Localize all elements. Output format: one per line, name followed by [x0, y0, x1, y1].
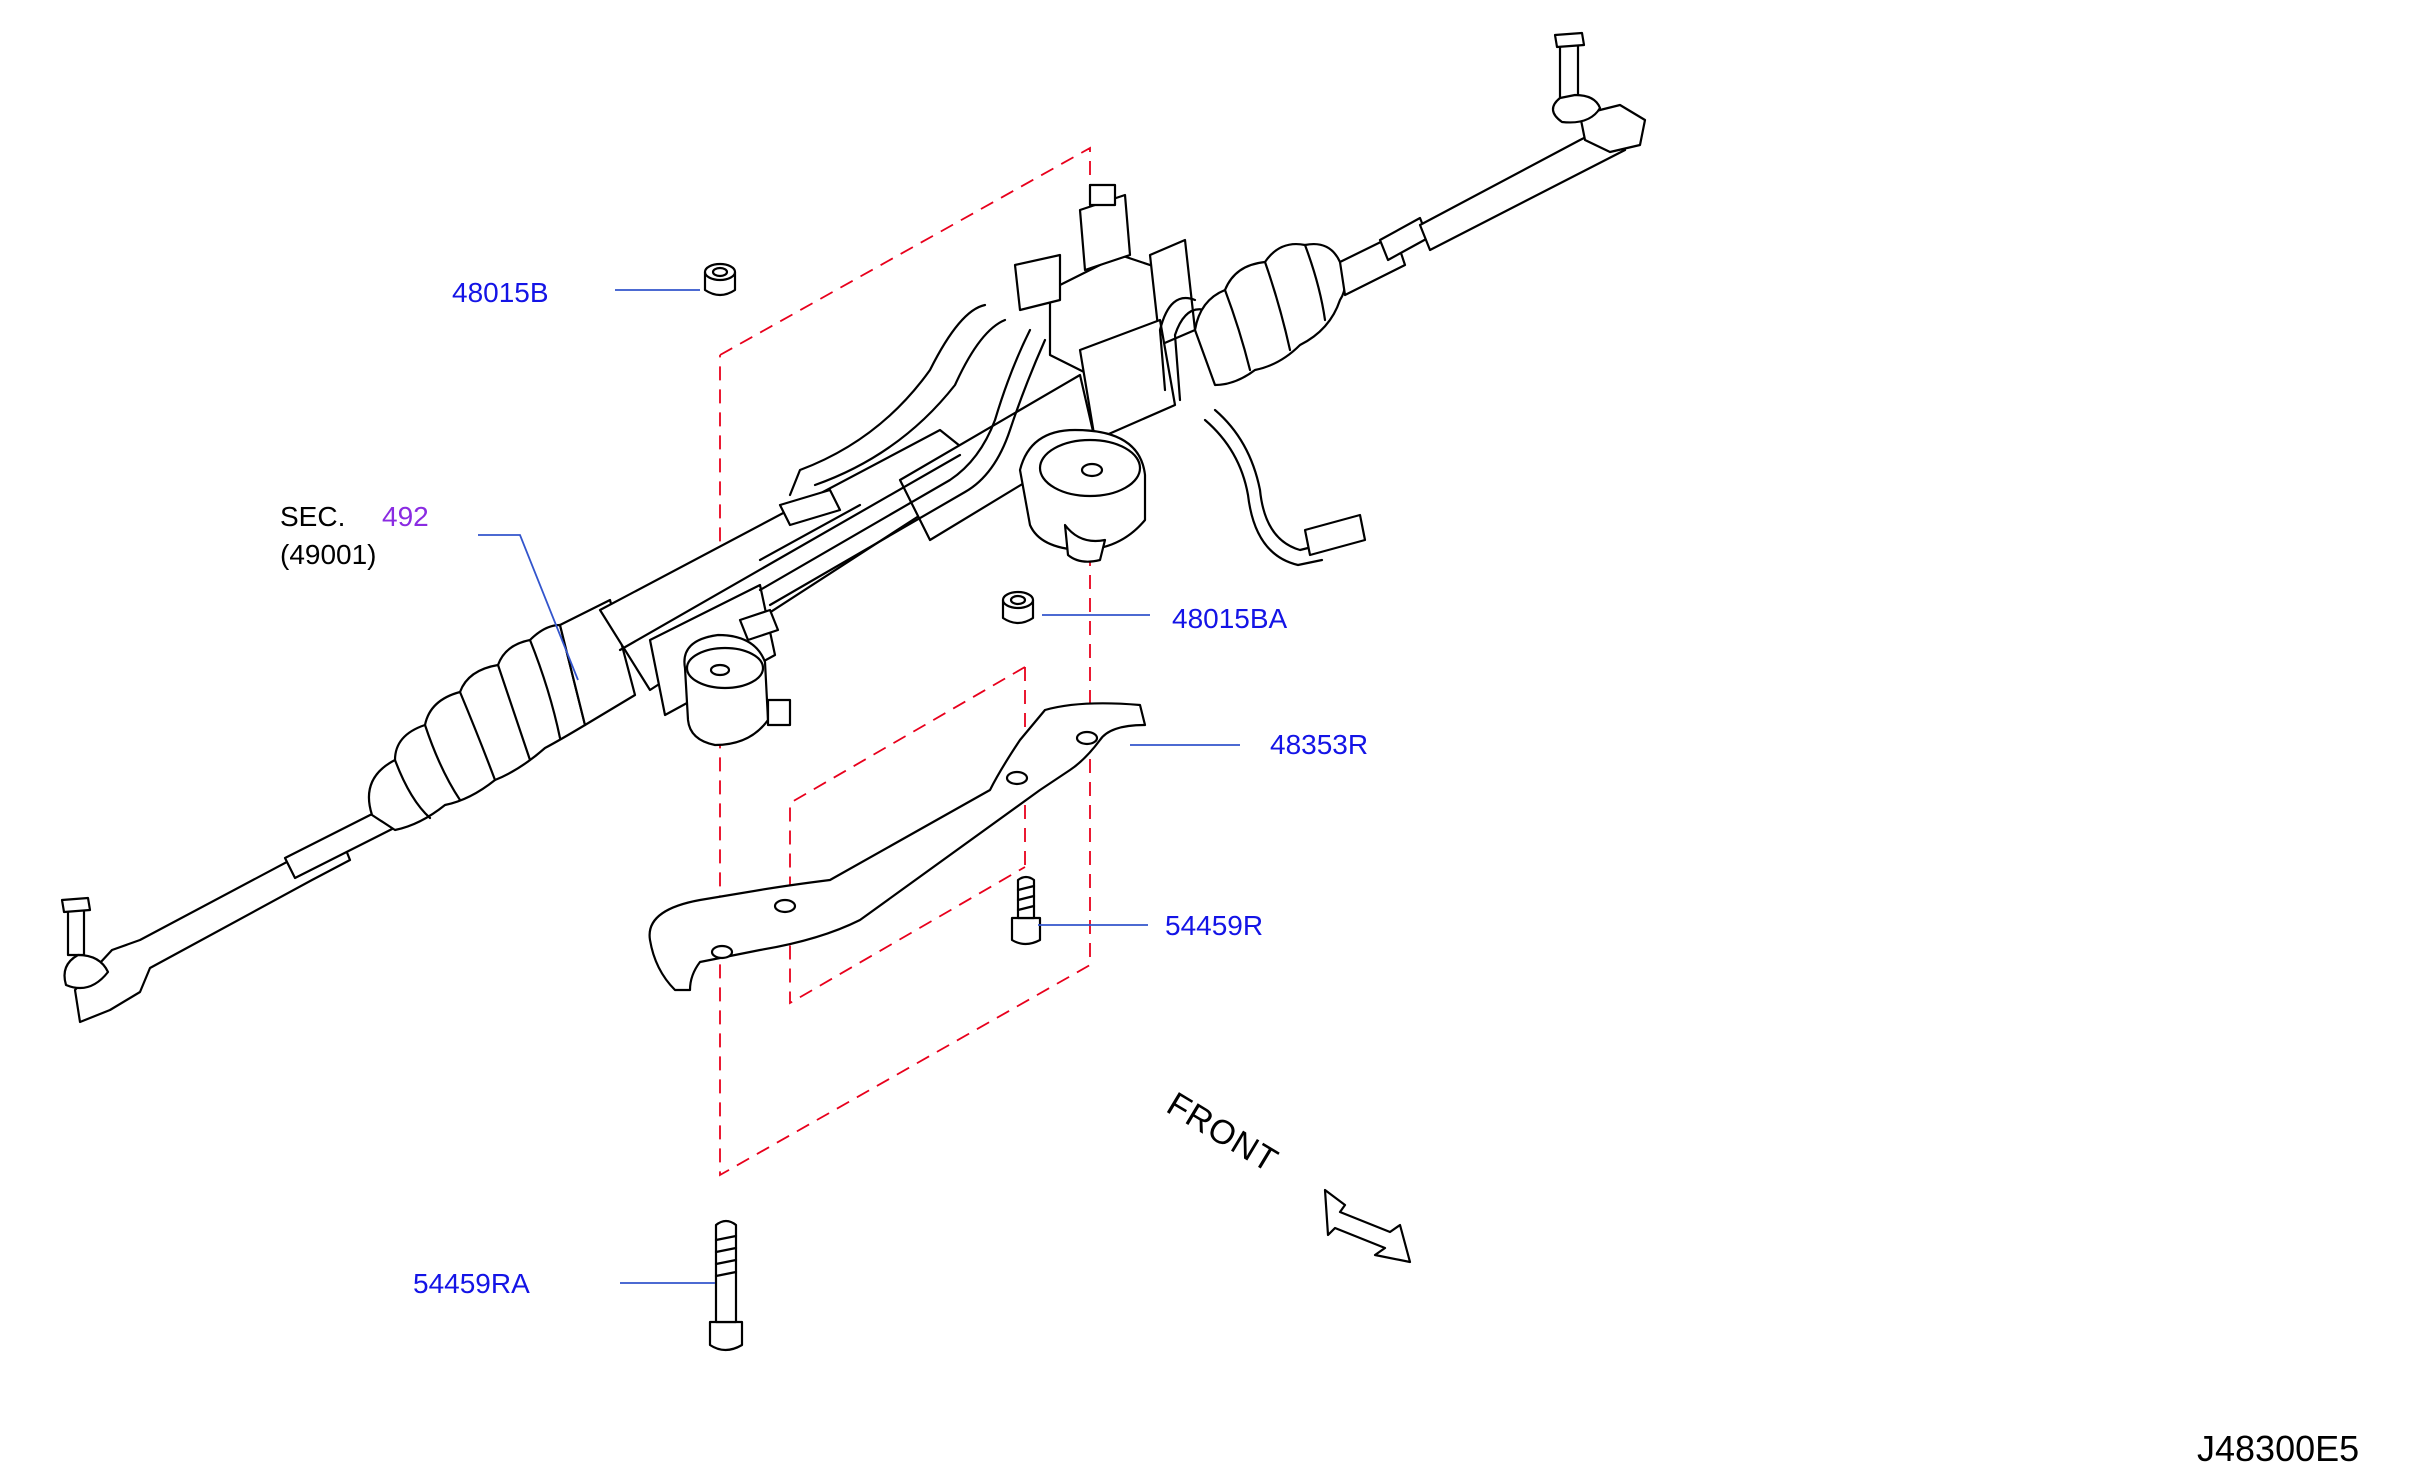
- bolt-54459R-part[interactable]: [1010, 875, 1042, 946]
- bolt-54459RA-part[interactable]: [708, 1219, 744, 1352]
- label-54459R[interactable]: 54459R: [1165, 910, 1264, 941]
- right-boot: [1193, 233, 1407, 387]
- left-mount-bushing: [683, 633, 792, 747]
- right-tie-rod: [1378, 31, 1647, 262]
- left-tie-rod: [60, 803, 402, 1024]
- front-arrow-icon: [1323, 1188, 1412, 1264]
- left-boot: [367, 598, 637, 832]
- label-48353R[interactable]: 48353R: [1270, 729, 1369, 760]
- gear-valve-body: [1013, 183, 1197, 563]
- label-sec-49001: (49001): [280, 539, 377, 570]
- label-sec-492[interactable]: 492: [382, 501, 429, 532]
- nut-48015BA-part[interactable]: [1001, 590, 1035, 625]
- leader-lines: [478, 289, 1240, 1284]
- label-sec: SEC.: [280, 501, 346, 532]
- label-54459RA[interactable]: 54459RA: [413, 1268, 530, 1299]
- nut-48015B-part[interactable]: [703, 262, 737, 297]
- label-48015BA[interactable]: 48015BA: [1172, 603, 1288, 634]
- bracket-48353R-part[interactable]: [648, 702, 1147, 992]
- rack-housing: [598, 373, 1097, 717]
- diagram-code: J48300E5: [2197, 1428, 2360, 1469]
- label-48015B[interactable]: 48015B: [452, 277, 549, 308]
- hydraulic-lines: [738, 297, 1367, 642]
